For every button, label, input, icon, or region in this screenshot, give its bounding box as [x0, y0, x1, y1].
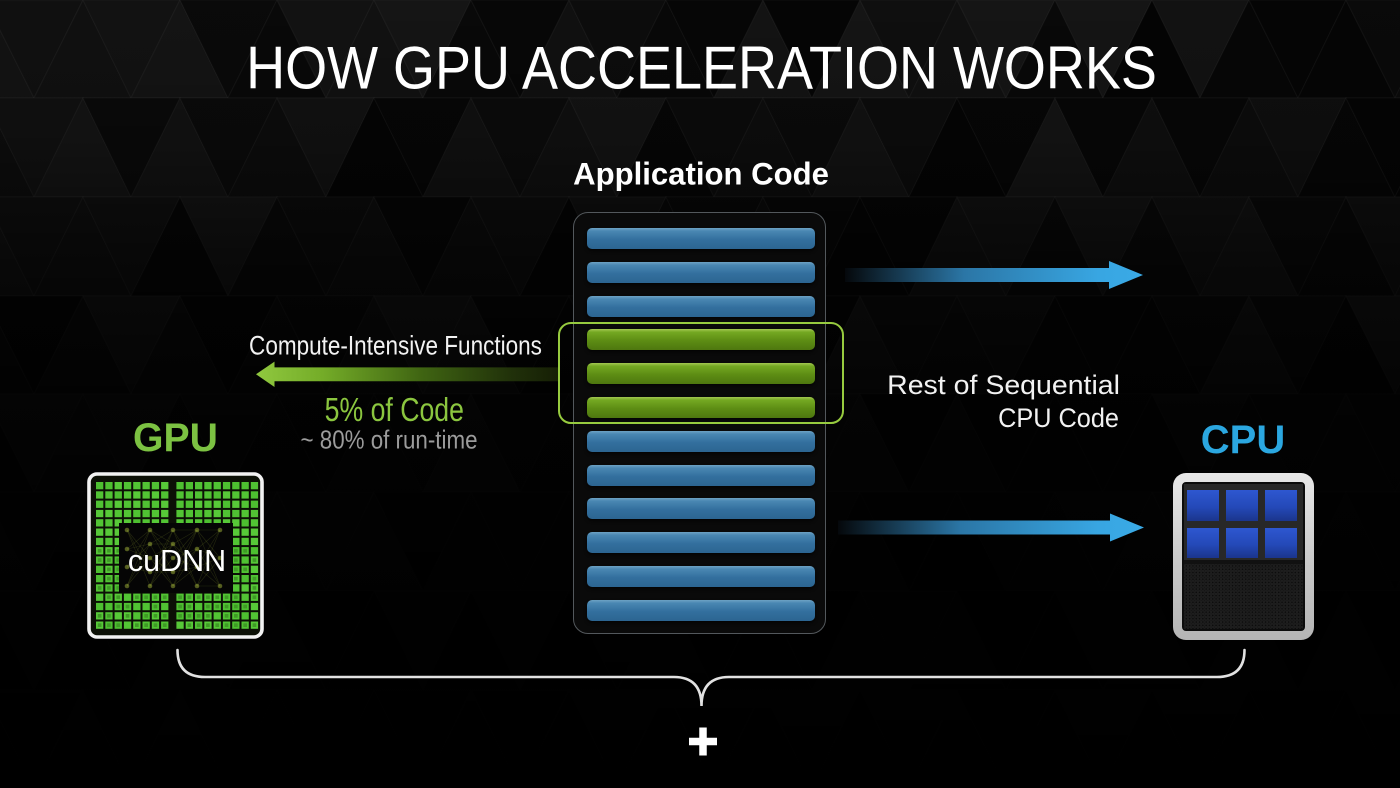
svg-text:Application Code: Application Code	[573, 156, 829, 191]
svg-text:HOW GPU ACCELERATION WORKS: HOW GPU ACCELERATION WORKS	[246, 35, 1157, 102]
svg-text:GPU: GPU	[133, 416, 218, 460]
svg-text:~ 80% of run-time: ~ 80% of run-time	[300, 426, 477, 455]
svg-text:5% of Code: 5% of Code	[325, 392, 464, 428]
svg-text:cuDNN: cuDNN	[128, 544, 226, 578]
svg-text:Rest of Sequential: Rest of Sequential	[887, 370, 1120, 400]
svg-text:CPU Code: CPU Code	[998, 402, 1119, 433]
svg-text:CPU: CPU	[1201, 418, 1285, 462]
svg-text:Compute-Intensive Functions: Compute-Intensive Functions	[249, 331, 542, 361]
